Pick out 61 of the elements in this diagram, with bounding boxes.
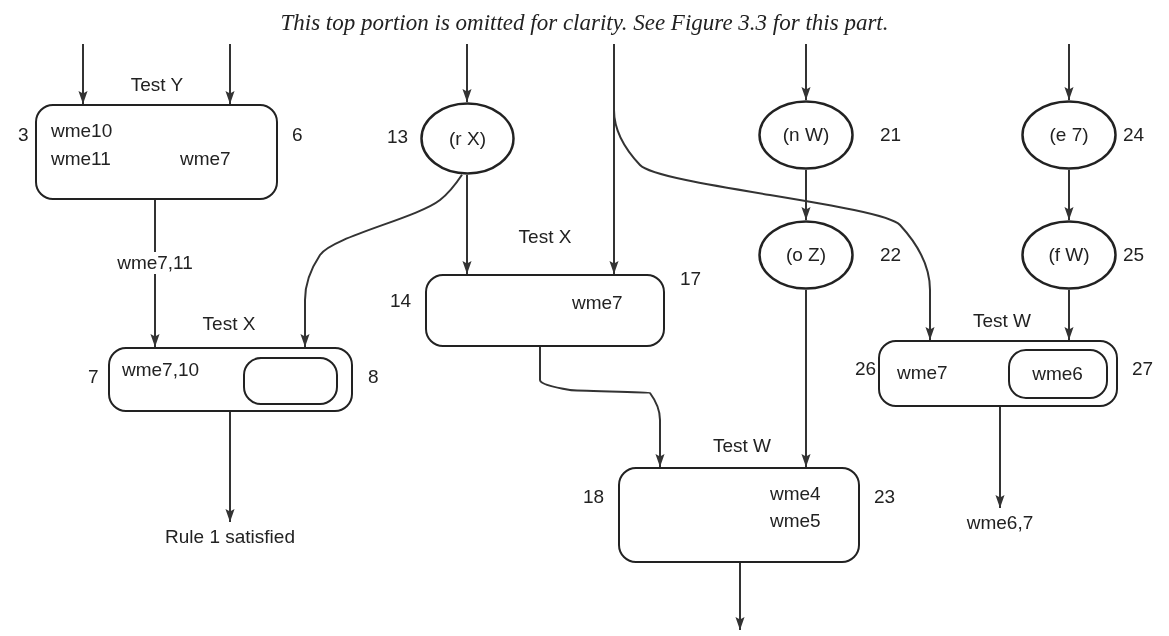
arrow: [1064, 289, 1074, 341]
wme-label: wme6: [1031, 362, 1084, 385]
wme-label: (f W): [1047, 243, 1091, 267]
node-number: 13: [387, 126, 409, 149]
test-heading: Test Y: [130, 74, 184, 97]
wme-label: wme7: [180, 148, 231, 171]
node-number: 3: [18, 124, 29, 147]
arrow: [1064, 43, 1074, 101]
test-heading: Test X: [202, 313, 256, 336]
ellipse-node: [758, 100, 854, 170]
node-number: 14: [390, 290, 412, 313]
rounded-box: [1007, 348, 1108, 399]
wme-label: (o Z): [784, 243, 828, 267]
arrow: [539, 346, 665, 468]
ellipse-node: [420, 102, 515, 175]
test-heading: Test X: [518, 226, 572, 249]
node-number: 27: [1132, 358, 1154, 381]
node-number: 25: [1123, 244, 1145, 267]
empty-rounded-box: [242, 356, 338, 405]
wme-label: (r X): [448, 127, 487, 150]
node-number: 17: [680, 268, 702, 291]
result-text: wme6,7: [965, 511, 1035, 535]
node-number: 7: [88, 366, 99, 389]
node-number: 21: [880, 124, 902, 147]
arrow: [801, 169, 811, 221]
node-number: 22: [880, 244, 902, 267]
arrow: [1064, 169, 1074, 221]
wme-label: (e 7): [1048, 123, 1090, 147]
node-number: 23: [874, 486, 896, 509]
arrow: [225, 411, 235, 523]
wme-label: wme4 wme5: [770, 482, 822, 533]
wme-label: wme7,10: [122, 359, 200, 382]
node-number: 8: [368, 366, 379, 389]
ellipse-node: [1021, 220, 1117, 290]
test-heading: Test W: [712, 435, 772, 458]
arrow: [78, 43, 88, 105]
node-number: 6: [292, 124, 303, 147]
node-number: 24: [1123, 124, 1145, 147]
test-heading: Test W: [972, 310, 1032, 333]
result-text: Rule 1 satisfied: [164, 525, 296, 549]
arrow: [735, 562, 745, 631]
edge-label: wme7,11: [115, 252, 195, 275]
figure-title: This top portion is omitted for clarity. See Figure 3.3 for this part.: [279, 10, 890, 36]
arrow: [300, 173, 463, 348]
wme-label: (n W): [781, 123, 831, 147]
node-number: 18: [583, 486, 605, 509]
wme-label: wme7: [897, 362, 948, 385]
arrow: [801, 289, 811, 468]
node-number: 26: [855, 358, 877, 381]
arrow: [995, 406, 1005, 509]
arrow: [801, 43, 811, 101]
ellipse-node: [758, 220, 854, 290]
wme-label: wme11: [51, 148, 111, 171]
wme-label: wme7: [572, 292, 623, 315]
arrow: [462, 43, 472, 103]
arrow: [150, 199, 160, 348]
arrow: [462, 174, 472, 275]
wme-label: wme10: [51, 120, 113, 143]
arrow: [613, 43, 935, 341]
arrow: [225, 43, 235, 105]
ellipse-node: [1021, 100, 1117, 170]
